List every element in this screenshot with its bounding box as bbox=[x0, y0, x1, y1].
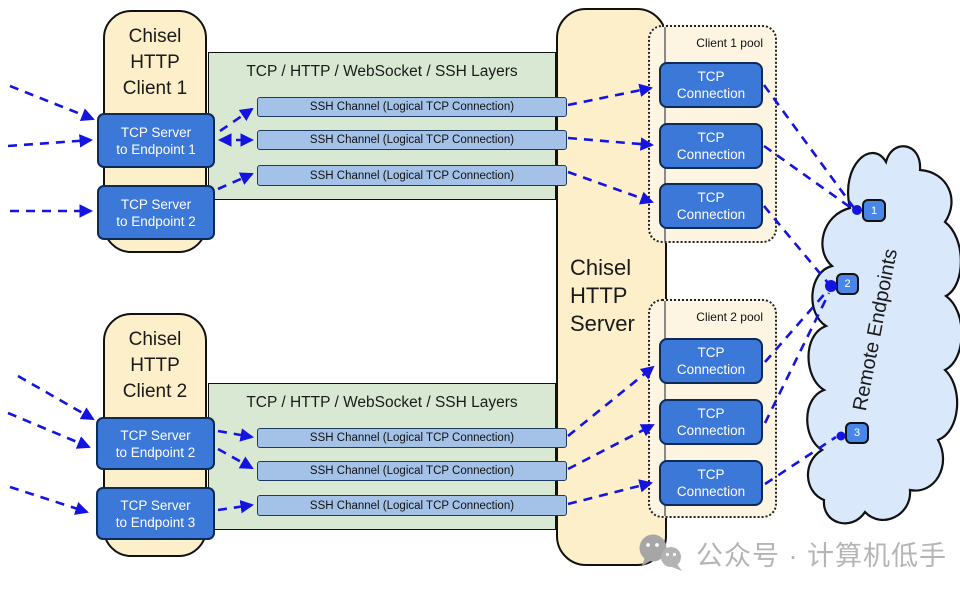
ssh-channel-bar: SSH Channel (Logical TCP Connection) bbox=[257, 428, 567, 448]
chisel-client-1-title: Chisel HTTP Client 1 bbox=[122, 26, 188, 99]
chisel-client-2-title: Chisel HTTP Client 2 bbox=[122, 329, 188, 402]
remote-endpoint-1: 1 bbox=[862, 199, 886, 222]
tcp-server-endpoint-2-box-c2: TCP Server to Endpoint 2 bbox=[96, 417, 215, 470]
layers-band-1-label: TCP / HTTP / WebSocket / SSH Layers bbox=[246, 63, 518, 80]
arrow-p1c2-ep1 bbox=[763, 144, 855, 212]
remote-endpoint-2: 2 bbox=[836, 273, 859, 295]
ssh-channel-bar: SSH Channel (Logical TCP Connection) bbox=[257, 495, 567, 516]
ssh-channel-bar: SSH Channel (Logical TCP Connection) bbox=[257, 97, 567, 117]
arrow-ext-c1-2 bbox=[7, 134, 94, 148]
watermark-text: 公众号 · 计算机低手 bbox=[696, 540, 947, 571]
endpoint-1-dot bbox=[852, 205, 862, 215]
tcp-server-endpoint-1-box: TCP Server to Endpoint 1 bbox=[97, 113, 215, 168]
chisel-server-title: Chisel HTTP Server bbox=[570, 255, 635, 336]
ssh-channel-bar: SSH Channel (Logical TCP Connection) bbox=[257, 461, 567, 481]
watermark: 公众号 · 计算机低手 bbox=[636, 532, 947, 574]
wechat-icon bbox=[639, 534, 682, 571]
arrow-p1c1-ep1 bbox=[762, 84, 856, 209]
cloud-label: Remote Endpoints bbox=[849, 247, 903, 413]
tcp-server-endpoint-2-box-c1: TCP Server to Endpoint 2 bbox=[97, 185, 215, 240]
arrow-ext-c2-2 bbox=[7, 411, 91, 449]
arrow-ext-c2-3 bbox=[9, 485, 89, 515]
ssh-channel-bar: SSH Channel (Logical TCP Connection) bbox=[257, 165, 567, 186]
ssh-channel-bar: SSH Channel (Logical TCP Connection) bbox=[257, 130, 567, 150]
remote-endpoint-3: 3 bbox=[845, 422, 869, 444]
client-2-pool-label: Client 2 pool bbox=[696, 310, 763, 324]
layers-band-2-label: TCP / HTTP / WebSocket / SSH Layers bbox=[246, 394, 518, 411]
tcp-server-endpoint-3-box: TCP Server to Endpoint 3 bbox=[96, 487, 215, 540]
arrow-ext-c1-1 bbox=[9, 84, 95, 122]
client-1-pool-label: Client 1 pool bbox=[696, 36, 763, 50]
arrow-ext-c2-1 bbox=[17, 374, 95, 421]
